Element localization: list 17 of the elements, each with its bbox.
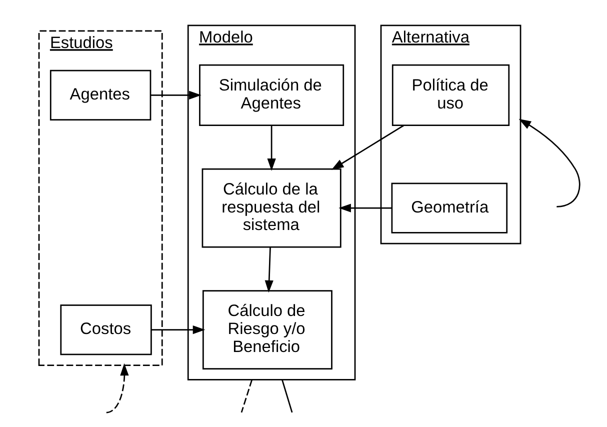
node-box: Agentes bbox=[49, 69, 151, 120]
node-box: Costos bbox=[60, 304, 152, 355]
arrow bbox=[264, 246, 273, 292]
node-box: Cálculo de la respuesta del sistema bbox=[201, 168, 341, 248]
node-box: Geometría bbox=[390, 182, 508, 233]
node-box: Cálculo de Riesgo y/o Beneficio bbox=[202, 290, 332, 369]
arrow bbox=[518, 118, 580, 207]
arrow bbox=[106, 362, 128, 413]
node-box: Política de uso bbox=[391, 64, 510, 126]
arrow bbox=[338, 203, 392, 212]
arrow bbox=[150, 90, 201, 99]
connector bbox=[281, 379, 292, 412]
arrow bbox=[266, 124, 276, 170]
arrow bbox=[150, 324, 205, 334]
connector bbox=[240, 379, 252, 412]
node-box: Simulación de Agentes bbox=[198, 64, 344, 126]
arrow bbox=[330, 124, 404, 170]
